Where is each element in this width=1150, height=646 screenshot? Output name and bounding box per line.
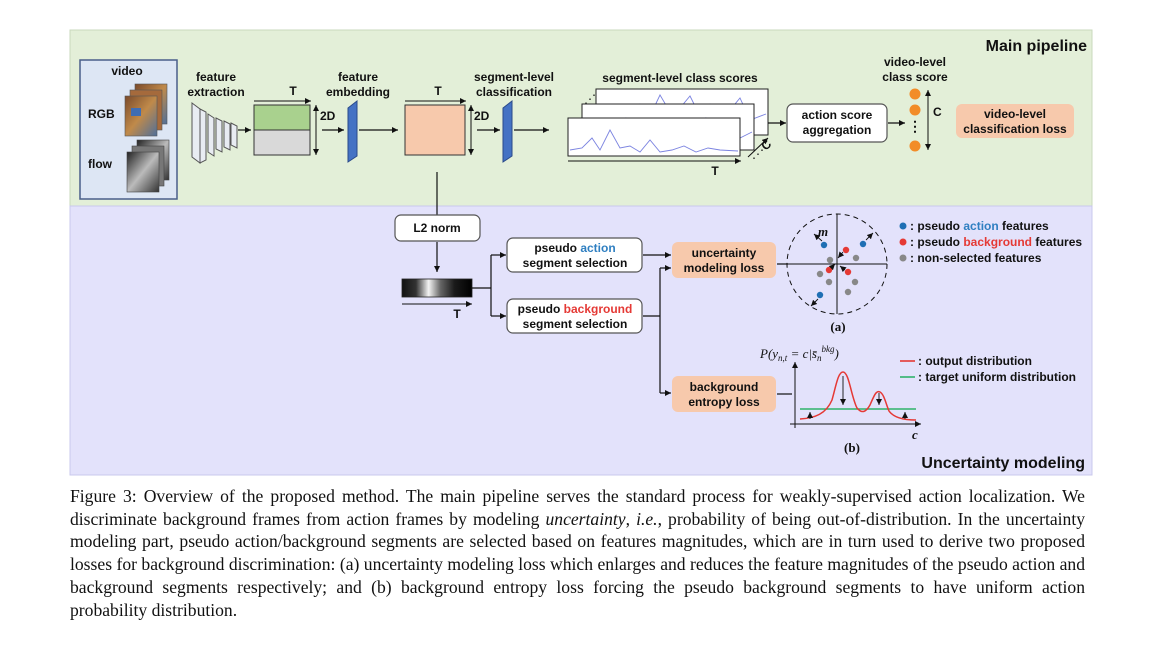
- pseudo-action-selection-box: [506, 237, 643, 273]
- feature-embedding-label-2: embedding: [326, 85, 390, 99]
- video-score-label-2: class score: [882, 70, 948, 84]
- video-C-label: C: [933, 105, 942, 119]
- norm-T-label: T: [453, 307, 461, 321]
- pseudo-action-line2: segment selection: [523, 256, 628, 270]
- pseudo-action-prefix: pseudo: [534, 241, 580, 255]
- aggregation-label: action score: [802, 108, 873, 122]
- embedding-layer: [347, 99, 358, 163]
- feature-extraction-label: feature: [196, 70, 236, 84]
- entropy-loss-label-2: entropy loss: [688, 395, 760, 409]
- feature-2D-label: 2D: [320, 109, 336, 123]
- main-pipeline-title: Main pipeline: [986, 38, 1087, 55]
- feature-space-plot: [786, 213, 888, 315]
- classifier-layer: [502, 99, 513, 163]
- panel-b-label: (b): [844, 440, 860, 455]
- method-overview-diagram: Main pipeline Uncertainty modeling video…: [69, 29, 1093, 476]
- flow-label: flow: [88, 157, 113, 171]
- legend-a-item-3: : non-selected features: [910, 251, 1042, 265]
- svg-text:⋰: ⋰: [584, 92, 596, 106]
- uncertainty-title: Uncertainty modeling: [921, 455, 1085, 472]
- class-score-stack: ⋰ ⋰: [567, 88, 769, 161]
- caption-emph-uncertainty: uncertainty: [545, 508, 626, 529]
- segment-classification-label: segment-level: [474, 70, 554, 84]
- embedded-2D-label: 2D: [474, 109, 490, 123]
- pseudo-background-emph: background: [564, 302, 633, 316]
- video-score-label: video-level: [884, 55, 946, 69]
- distribution-plot: [790, 362, 921, 428]
- feature-extraction-label-2: extraction: [187, 85, 244, 99]
- l2-norm-label: L2 norm: [413, 221, 460, 235]
- caption-prefix: Figure 3: Overview of the proposed metho…: [70, 486, 1085, 529]
- legend-a-item-2: : pseudo background features: [910, 235, 1082, 249]
- video-label: video: [111, 64, 142, 78]
- rgb-frames: [124, 83, 168, 137]
- feature-map-rgb: [253, 104, 311, 131]
- flow-frames: [126, 139, 170, 193]
- feature-embedding-label: feature: [338, 70, 378, 84]
- class-scores-title: segment-level class scores: [602, 71, 758, 85]
- uncertainty-modeling-loss-box: [672, 242, 776, 278]
- svg-text:pseudo action: pseudo action: [534, 241, 615, 255]
- legend-a: : pseudo action features : pseudo backgr…: [899, 219, 1082, 265]
- figure-caption: Figure 3: Overview of the proposed metho…: [70, 485, 1085, 621]
- c-axis-label: c: [912, 427, 918, 442]
- feature-extractor-network: [191, 102, 238, 164]
- svg-text:⋰: ⋰: [752, 147, 764, 161]
- feature-T-label: T: [289, 84, 297, 98]
- pseudo-background-line2: segment selection: [523, 317, 628, 331]
- caption-mid: ,: [625, 508, 637, 529]
- caption-suffix: , probability of being out-of-distributi…: [70, 508, 1086, 620]
- pseudo-background-selection-box: [506, 298, 643, 334]
- m-label: m: [818, 224, 828, 239]
- video-loss-label-2: classification loss: [963, 122, 1067, 136]
- background-entropy-loss-box: [672, 376, 776, 412]
- svg-text:pseudo background: pseudo background: [518, 302, 633, 316]
- legend-b: : output distribution : target uniform d…: [900, 354, 1076, 384]
- action-score-aggregation-box: [786, 103, 888, 143]
- entropy-loss-label: background: [690, 380, 759, 394]
- embedded-T-label: T: [434, 84, 442, 98]
- scores-T-label: T: [711, 164, 719, 178]
- video-classification-loss-box: [956, 104, 1074, 138]
- pseudo-background-prefix: pseudo: [518, 302, 564, 316]
- feature-magnitude-strip: [401, 278, 473, 298]
- legend-a-item-1: : pseudo action features: [910, 219, 1049, 233]
- rgb-label: RGB: [88, 107, 115, 121]
- video-score-vector: ⋮: [908, 88, 922, 152]
- caption-emph-ie: i.e.: [636, 508, 658, 529]
- aggregation-label-2: aggregation: [803, 123, 872, 137]
- l2-norm-box: [394, 214, 481, 242]
- segment-classification-label-2: classification: [476, 85, 552, 99]
- pseudo-action-emph: action: [580, 241, 615, 255]
- panel-a-label: (a): [830, 319, 845, 334]
- legend-b-item-1: : output distribution: [918, 354, 1032, 368]
- video-loss-label: video-level: [984, 107, 1046, 121]
- feature-map-flow: [253, 129, 311, 156]
- svg-text:⋮: ⋮: [908, 118, 922, 134]
- legend-b-item-2: : target uniform distribution: [918, 370, 1076, 384]
- uncertainty-loss-label: uncertainty: [692, 246, 757, 260]
- embedded-feature-map: [404, 104, 466, 156]
- uncertainty-loss-label-2: modeling loss: [684, 261, 765, 275]
- prob-label: P(yn,t = c|s̄nbkg): [759, 344, 839, 363]
